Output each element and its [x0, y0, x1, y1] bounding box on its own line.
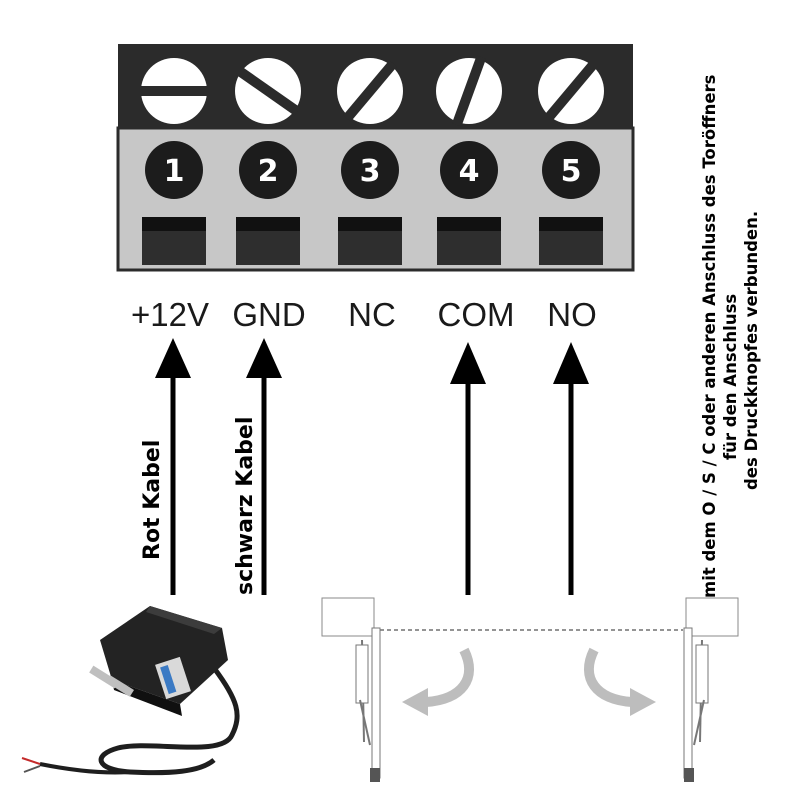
terminal-labels: +12V GND NC COM NO: [131, 296, 597, 333]
terminal-label-1: +12V: [131, 296, 209, 333]
terminal-label-3: NC: [348, 296, 396, 333]
note-line-3: des Druckknopfes verbunden.: [742, 211, 761, 490]
terminal-number-badge: [239, 141, 297, 199]
terminal-number-badge: [542, 141, 600, 199]
terminal-2: 2: [235, 58, 301, 265]
terminal-block: 1 2 3 4 5: [116, 44, 635, 272]
terminal-number: 3: [360, 154, 381, 189]
gate-opener-icon: [321, 597, 739, 782]
terminal-3: 3: [337, 58, 403, 265]
power-adapter-icon: [21, 606, 240, 776]
note-line-2: für den Anschluss: [721, 294, 740, 460]
connection-note: mit dem O / S / C oder anderen Anschluss…: [700, 74, 761, 598]
arrow-com: [450, 342, 486, 595]
screw-slot: [544, 60, 598, 122]
terminal-number-badge: [145, 141, 203, 199]
terminal-number-badge: [440, 141, 498, 199]
terminal-number-badge: [341, 141, 399, 199]
arrow-no: [553, 342, 589, 595]
arrow-12v: [155, 338, 191, 595]
terminal-1: 1: [138, 58, 210, 265]
terminal-label-5: NO: [547, 296, 597, 333]
note-line-1: mit dem O / S / C oder anderen Anschluss…: [700, 74, 719, 598]
terminal-label-2: GND: [232, 296, 305, 333]
screw-slot: [343, 60, 397, 122]
terminal-label-4: COM: [438, 296, 515, 333]
terminal-number: 5: [561, 154, 582, 189]
red-wire-label: Rot Kabel: [140, 440, 165, 560]
terminal-number: 1: [164, 154, 185, 189]
screw-slot: [138, 86, 210, 96]
terminal-number: 4: [459, 154, 480, 189]
connection-arrows: [155, 338, 589, 595]
terminal-number: 2: [258, 154, 279, 189]
black-wire-label: schwarz Kabel: [233, 417, 258, 595]
arrow-gnd: [246, 338, 282, 595]
terminal-4: 4: [436, 55, 502, 265]
screw-slot: [451, 55, 487, 127]
terminal-5: 5: [538, 58, 604, 265]
screw-slot: [235, 66, 301, 116]
